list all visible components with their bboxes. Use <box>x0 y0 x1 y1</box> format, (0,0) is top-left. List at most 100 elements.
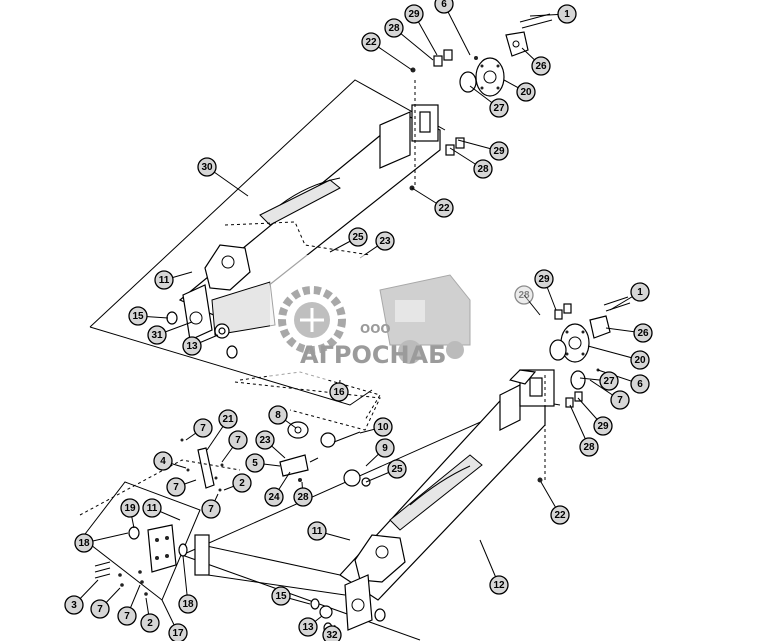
callout-number: 7 <box>97 604 103 615</box>
callout-circle <box>599 371 619 391</box>
callout-number: 10 <box>377 422 389 433</box>
callout-c-7-f: 7 <box>117 606 137 626</box>
callout-circle <box>322 625 342 641</box>
leader-line-c-28-faded <box>523 294 541 316</box>
callout-circle <box>293 487 313 507</box>
callout-circle <box>361 32 381 52</box>
watermark-company-name: АГРОСНАБ <box>300 341 446 369</box>
callout-number: 22 <box>554 510 566 521</box>
callout-c-24: 24 <box>264 487 284 507</box>
callout-c-15-left: 15 <box>128 306 148 326</box>
callout-number: 6 <box>441 0 447 10</box>
callout-circle <box>329 382 349 402</box>
callout-number: 15 <box>275 591 287 602</box>
callout-c-15-bottom: 15 <box>271 586 291 606</box>
callout-c-22-mid: 22 <box>434 198 454 218</box>
callout-circle <box>140 613 160 633</box>
callout-circle <box>232 473 252 493</box>
callout-circle <box>531 56 551 76</box>
callout-number: 22 <box>438 203 450 214</box>
callout-circle <box>307 521 327 541</box>
callout-circle <box>120 498 140 518</box>
callout-circle <box>255 430 275 450</box>
callout-circle <box>610 390 630 410</box>
callout-c-28-low: 28 <box>293 487 313 507</box>
callout-number: 23 <box>379 236 391 247</box>
callout-circle <box>550 505 570 525</box>
callout-c-31: 31 <box>147 325 167 345</box>
callout-number: 27 <box>603 376 615 387</box>
callout-number: 29 <box>597 421 609 432</box>
callout-number: 21 <box>222 414 234 425</box>
callout-circle <box>142 498 162 518</box>
callout-circle <box>348 227 368 247</box>
callout-circle <box>117 606 137 626</box>
callout-number: 23 <box>259 435 271 446</box>
callout-number: 29 <box>408 9 420 20</box>
callout-c-29-right2: 29 <box>593 416 613 436</box>
callout-circle <box>630 282 650 302</box>
watermark-company-prefix: ООО <box>360 322 391 336</box>
callout-circle <box>74 533 94 553</box>
callout-circle <box>245 453 265 473</box>
callout-number: 8 <box>275 410 281 421</box>
callout-c-10: 10 <box>373 417 393 437</box>
callout-circle <box>434 198 454 218</box>
callout-number: 7 <box>235 435 241 446</box>
callout-c-11-low: 11 <box>142 498 162 518</box>
callout-circle <box>633 323 653 343</box>
callout-number: 6 <box>637 379 643 390</box>
callout-circle <box>166 477 186 497</box>
callout-c-18-left: 18 <box>74 533 94 553</box>
callout-circle <box>534 269 554 289</box>
callout-c-12: 12 <box>489 575 509 595</box>
callout-circle <box>64 595 84 615</box>
callout-c-6-top: 6 <box>434 0 454 14</box>
lower-boom-assembly <box>181 369 561 641</box>
callout-c-29-top: 29 <box>404 4 424 24</box>
callout-number: 28 <box>477 164 489 175</box>
callout-number: 7 <box>617 395 623 406</box>
callout-circle <box>264 487 284 507</box>
callout-c-32: 32 <box>322 625 342 641</box>
callout-number: 2 <box>147 618 153 629</box>
callout-number: 3 <box>71 600 77 611</box>
callout-circle <box>630 374 650 394</box>
callout-number: 19 <box>124 503 136 514</box>
callout-c-11-bottom: 11 <box>307 521 327 541</box>
callout-circle <box>201 499 221 519</box>
callout-c-25-mid: 25 <box>387 459 407 479</box>
callout-circle <box>218 409 238 429</box>
callout-number: 26 <box>637 328 649 339</box>
callout-c-21: 21 <box>218 409 238 429</box>
callout-circle <box>168 623 188 641</box>
callout-c-25-top: 25 <box>348 227 368 247</box>
callout-c-6-right: 6 <box>630 374 650 394</box>
callout-c-18-right: 18 <box>178 594 198 614</box>
callout-circle <box>473 159 493 179</box>
callout-circle <box>489 141 509 161</box>
callout-circle <box>153 451 173 471</box>
callout-number: 15 <box>132 311 144 322</box>
callout-circle <box>593 416 613 436</box>
callout-number: 25 <box>352 232 364 243</box>
pivot-hardware-cluster <box>180 381 381 492</box>
callout-circle <box>579 437 599 457</box>
callout-number: 26 <box>535 61 547 72</box>
callout-c-26-right: 26 <box>633 323 653 343</box>
callout-c-28-right2: 28 <box>579 437 599 457</box>
callout-c-17: 17 <box>168 623 188 641</box>
callout-circle <box>298 617 318 637</box>
callout-c-7-e: 7 <box>90 599 110 619</box>
callout-c-23-top: 23 <box>375 231 395 251</box>
callout-circle <box>489 98 509 118</box>
callout-circle <box>373 417 393 437</box>
callout-number: 7 <box>124 611 130 622</box>
callout-number: 13 <box>186 341 198 352</box>
callout-number: 28 <box>388 23 400 34</box>
callout-number: 30 <box>201 162 213 173</box>
callout-number: 4 <box>160 456 166 467</box>
callout-circle <box>193 418 213 438</box>
callout-c-23-mid: 23 <box>255 430 275 450</box>
